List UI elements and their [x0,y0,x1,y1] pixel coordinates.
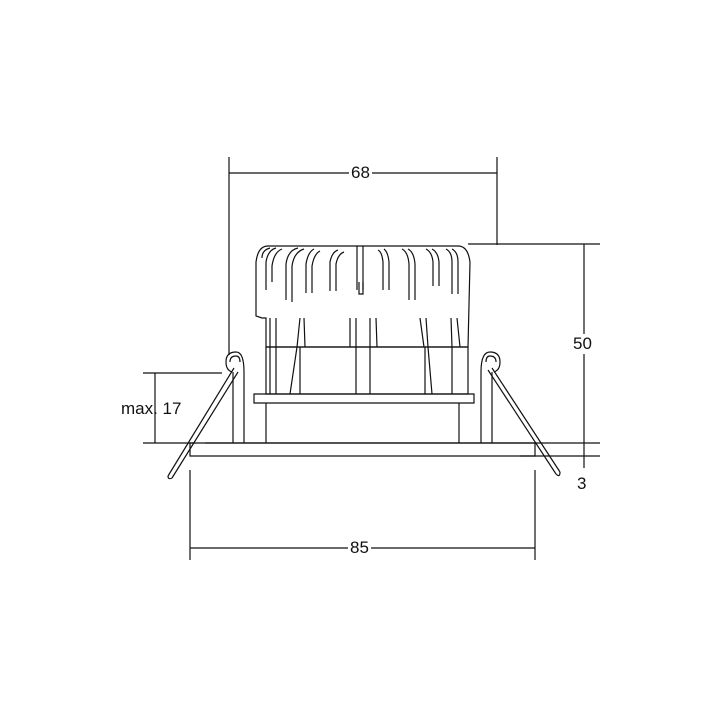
dimension-label-3: 3 [575,474,589,494]
right-spring-clip [481,352,560,476]
left-spring-clip [168,352,244,479]
dimension-label-max-17: max. 17 [121,399,182,418]
flange [190,443,535,456]
dimension-max-17 [143,373,222,443]
dimension-label-68: 68 [349,163,372,183]
housing [254,347,474,443]
heat-sink [256,246,470,347]
dimension-label-85: 85 [348,538,371,558]
dimension-label-50: 50 [571,334,594,354]
